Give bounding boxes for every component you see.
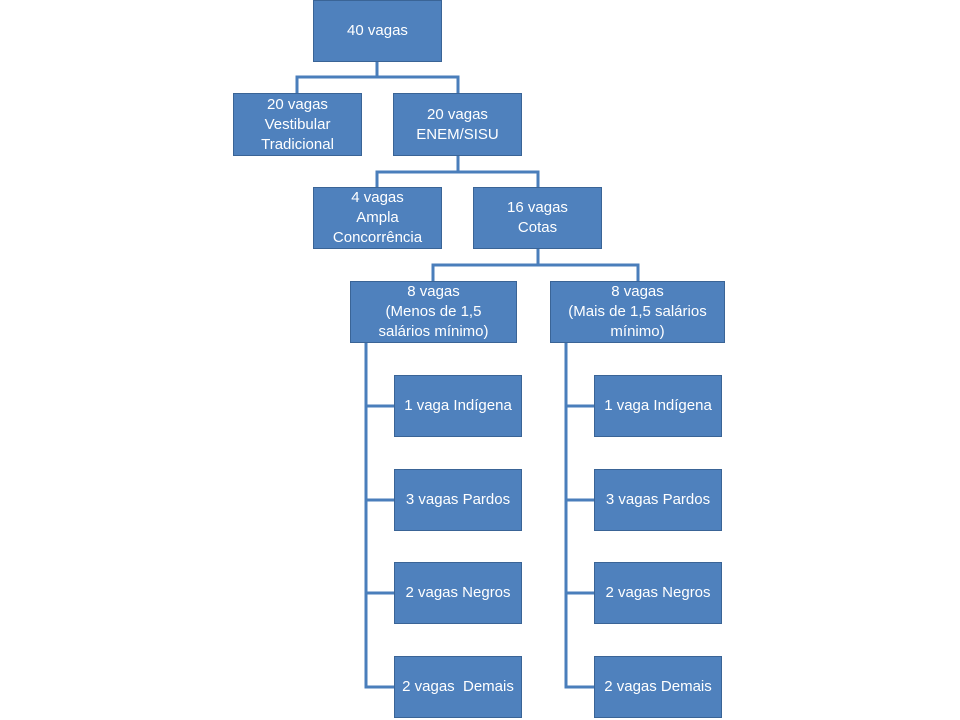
node-label-line: (Menos de 1,5 — [385, 303, 482, 320]
node-label-line: mínimo) — [610, 323, 665, 340]
node-label-line: ENEM/SISU — [416, 125, 499, 143]
node-label-line: Vestibular — [264, 115, 331, 133]
node-menos-negros: 2 vagas Negros — [394, 562, 522, 624]
node-label-line: 2 vagas Negros — [605, 584, 711, 601]
node-label-line: 8 vagas — [611, 283, 664, 300]
node-menos-pardos: 3 vagas Pardos — [394, 469, 522, 531]
node-label-line: 2 vagas Demais — [604, 678, 712, 695]
node-label-line: Concorrência — [332, 229, 423, 246]
node-menos-indigena: 1 vaga Indígena — [394, 375, 522, 437]
node-label-line: 3 vagas Pardos — [605, 491, 711, 508]
node-label-line: 2 vagas Demais — [402, 678, 514, 695]
node-label-line: salários mínimo) — [378, 323, 489, 340]
node-ampla-concorrencia: 4 vagas Ampla Concorrência — [313, 187, 442, 249]
node-label-line: Tradicional — [261, 135, 334, 153]
node-mais-negros: 2 vagas Negros — [594, 562, 722, 624]
node-enem-sisu: 20 vagas ENEM/SISU — [393, 93, 522, 156]
node-label-line: Cotas — [517, 219, 558, 236]
node-label-line: 1 vaga Indígena — [604, 397, 712, 414]
node-label-line: 4 vagas — [351, 189, 404, 206]
node-menos-de-1-5-salarios: 8 vagas (Menos de 1,5 salários mínimo) — [350, 281, 517, 343]
node-label-line: 40 vagas — [347, 22, 408, 39]
node-label-line: (Mais de 1,5 salários — [568, 303, 707, 320]
node-menos-demais: 2 vagas Demais — [394, 656, 522, 718]
node-label-line: Ampla — [356, 209, 399, 226]
node-label-line: 16 vagas — [507, 199, 568, 216]
node-mais-pardos: 3 vagas Pardos — [594, 469, 722, 531]
node-mais-demais: 2 vagas Demais — [594, 656, 722, 718]
node-label-line: 1 vaga Indígena — [404, 397, 512, 414]
node-label-line: 20 vagas — [267, 95, 328, 113]
node-mais-de-1-5-salarios: 8 vagas (Mais de 1,5 salários mínimo) — [550, 281, 725, 343]
node-label-line: 2 vagas Negros — [405, 584, 511, 601]
node-root-40-vagas: 40 vagas — [313, 0, 442, 62]
node-label-line: 20 vagas — [427, 105, 488, 123]
node-label-line: 3 vagas Pardos — [405, 491, 511, 508]
node-cotas: 16 vagas Cotas — [473, 187, 602, 249]
node-mais-indigena: 1 vaga Indígena — [594, 375, 722, 437]
node-label-line: 8 vagas — [407, 283, 460, 300]
node-vestibular-tradicional: 20 vagas Vestibular Tradicional — [233, 93, 362, 156]
